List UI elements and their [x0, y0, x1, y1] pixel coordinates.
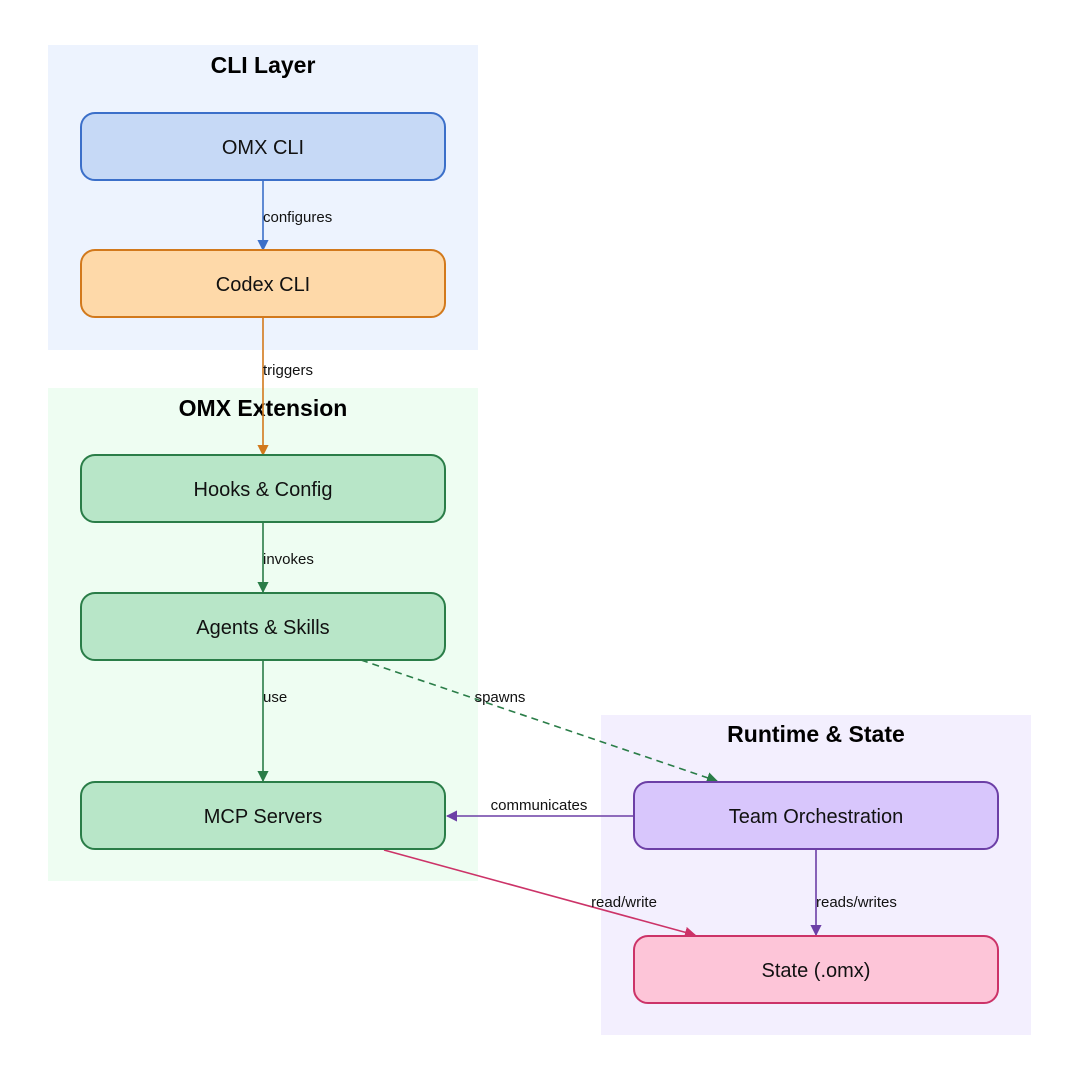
- node-team-orchestration-box[interactable]: [633, 781, 999, 850]
- edge-use: use: [257, 660, 287, 783]
- edge-triggers: triggers: [257, 317, 313, 457]
- edge-read-write-label: read/write: [591, 894, 657, 911]
- node-agents-skills[interactable]: Agents & Skills: [80, 592, 446, 661]
- edge-spawns: spawns: [360, 659, 719, 784]
- node-state-omx[interactable]: State (.omx): [633, 935, 999, 1004]
- edge-read-write-line: [383, 849, 697, 938]
- node-mcp-servers-box[interactable]: [80, 781, 446, 850]
- node-mcp-servers[interactable]: MCP Servers: [80, 781, 446, 850]
- node-state-omx-box[interactable]: [633, 935, 999, 1004]
- node-mcp-servers-label: MCP Servers: [204, 806, 323, 828]
- cluster-cli-layer-title: CLI Layer: [211, 52, 316, 78]
- edge-reads-writes: reads/writes: [810, 850, 897, 937]
- edge-triggers-label: triggers: [263, 362, 313, 379]
- cluster-runtime-state-title: Runtime & State: [727, 721, 905, 747]
- node-agents-skills-box[interactable]: [80, 592, 446, 661]
- node-hooks-config[interactable]: Hooks & Config: [80, 454, 446, 523]
- edge-communicates-label: communicates: [491, 797, 588, 814]
- node-state-omx-label: State (.omx): [762, 960, 871, 982]
- edge-invokes: invokes: [257, 522, 314, 594]
- edge-reads-writes-label: reads/writes: [816, 894, 897, 911]
- node-codex-cli-box[interactable]: [80, 249, 446, 318]
- node-agents-skills-label: Agents & Skills: [196, 617, 329, 639]
- node-hooks-config-box[interactable]: [80, 454, 446, 523]
- node-omx-cli-box[interactable]: [80, 112, 446, 181]
- edge-spawns-label: spawns: [475, 689, 526, 706]
- edge-use-label: use: [263, 689, 287, 706]
- node-team-orchestration[interactable]: Team Orchestration: [633, 781, 999, 850]
- edge-communicates: communicates: [445, 797, 634, 822]
- edge-spawns-line: [360, 659, 719, 784]
- node-codex-cli[interactable]: Codex CLI: [80, 249, 446, 318]
- node-omx-cli-label: OMX CLI: [222, 137, 304, 159]
- node-hooks-config-label: Hooks & Config: [194, 479, 333, 501]
- node-codex-cli-label: Codex CLI: [216, 274, 311, 296]
- edge-configures-label: configures: [263, 209, 332, 226]
- edge-invokes-label: invokes: [263, 551, 314, 568]
- edge-configures: configures: [257, 180, 332, 252]
- node-omx-cli[interactable]: OMX CLI: [80, 112, 446, 181]
- node-team-orchestration-label: Team Orchestration: [729, 806, 904, 828]
- edge-read-write: read/write: [383, 849, 697, 938]
